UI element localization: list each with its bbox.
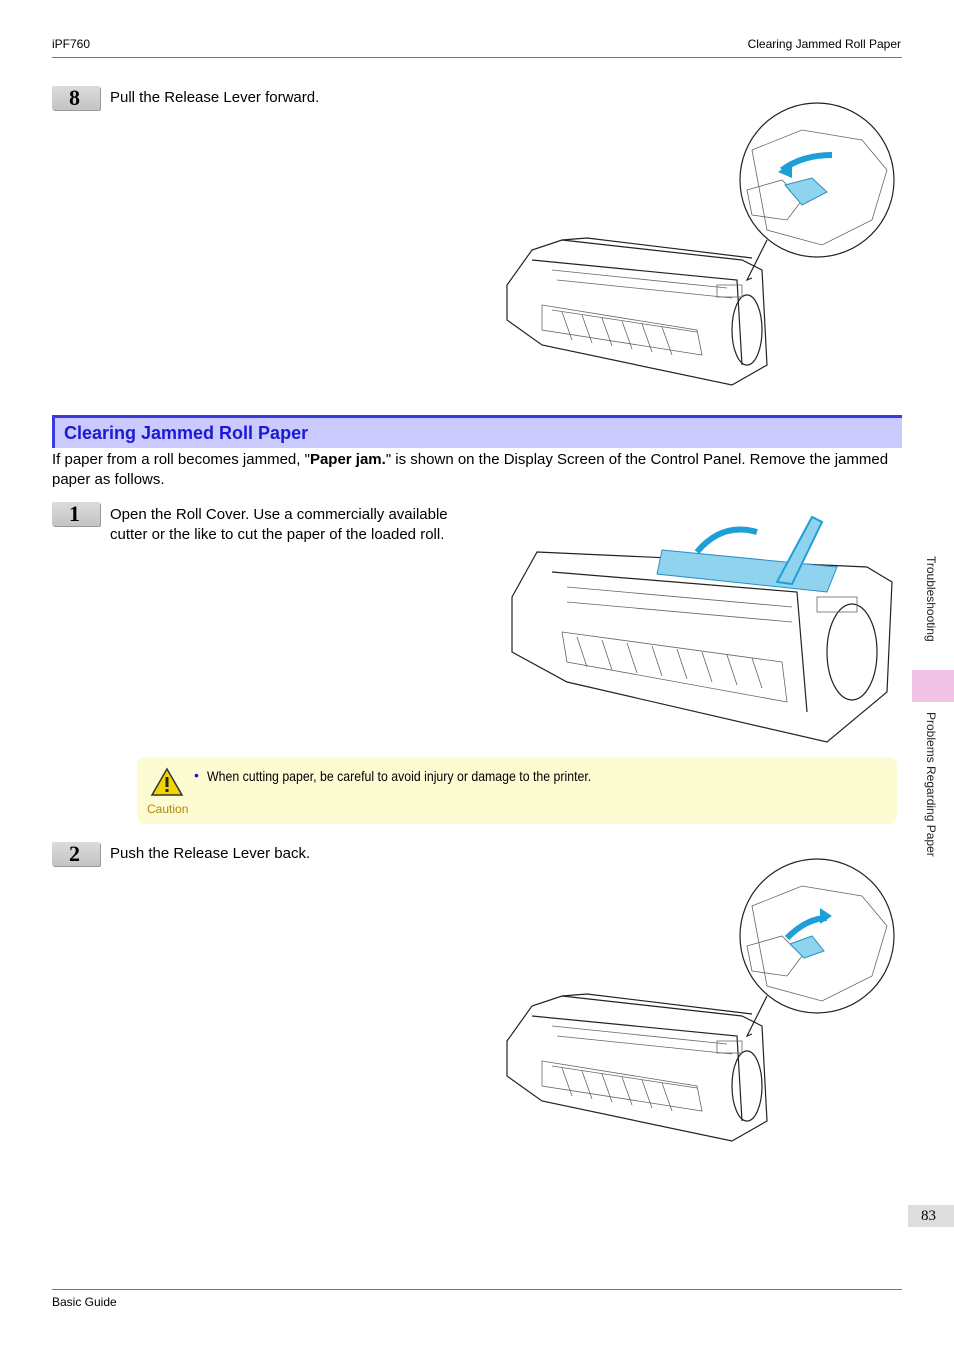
step-1-badge: 1 — [52, 502, 100, 526]
step-2-text: Push the Release Lever back. — [110, 845, 311, 862]
printer-release-lever-forward-illustration — [506, 102, 895, 386]
section-heading: Clearing Jammed Roll Paper — [52, 415, 902, 448]
printer-release-lever-back-illustration — [506, 858, 895, 1142]
printer-roll-cover-cutter-illustration — [511, 515, 893, 743]
footer-rule — [52, 1289, 902, 1290]
step-8-text: Pull the Release Lever forward. — [110, 89, 320, 106]
caution-box: Caution • When cutting paper, be careful… — [137, 757, 897, 824]
header-doc-name: iPF760 — [52, 37, 91, 51]
step-2-badge: 2 — [52, 842, 100, 866]
side-tab-troubleshooting[interactable]: Troubleshooting — [924, 556, 938, 642]
side-tab-problems-regarding-paper[interactable]: Problems Regarding Paper — [924, 712, 938, 857]
side-tab-marker — [912, 670, 954, 702]
error-message-text: Paper jam. — [309, 451, 386, 468]
header-chapter-title: Clearing Jammed Roll Paper — [747, 37, 901, 51]
header-rule — [52, 57, 902, 58]
footer-text: Basic Guide — [52, 1295, 117, 1309]
warning-triangle-icon — [150, 767, 184, 796]
step-8-badge: 8 — [52, 86, 100, 110]
section-intro: If paper from a roll becomes jammed, "Pa… — [52, 451, 889, 488]
caution-label: Caution — [147, 802, 189, 816]
step-1-text: Open the Roll Cover. Use a commercially … — [110, 506, 448, 543]
page-number: 83 — [908, 1205, 954, 1227]
caution-bullet: • — [194, 767, 199, 783]
caution-text: When cutting paper, be careful to avoid … — [207, 768, 592, 784]
